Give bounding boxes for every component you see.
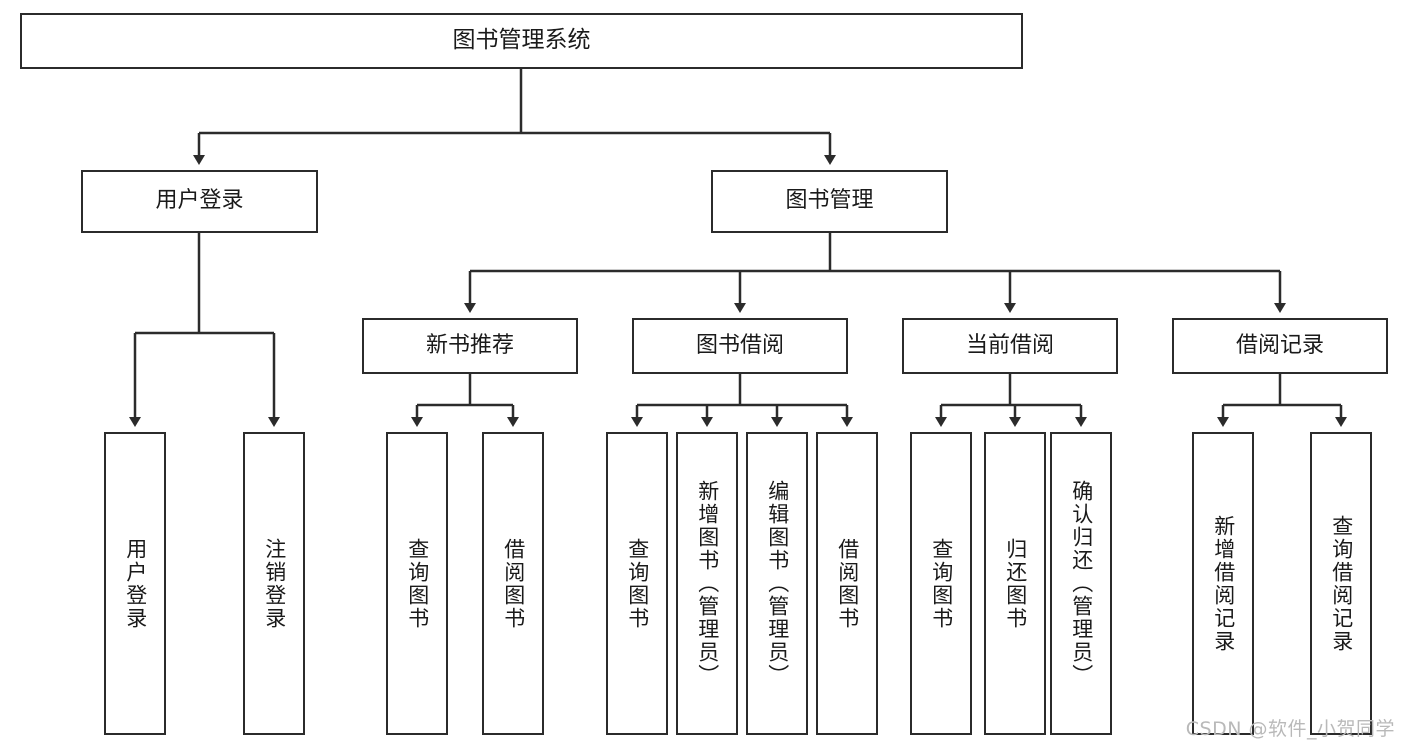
node-leaf-user-login[interactable]: 用户登录 <box>104 432 166 735</box>
node-leaf-return-book[interactable]: 归还图书 <box>984 432 1046 735</box>
node-leaf-query-book-3-label: 查询图书 <box>929 537 954 630</box>
node-leaf-add-record[interactable]: 新增借阅记录 <box>1192 432 1254 735</box>
node-user-login-label: 用户登录 <box>155 188 244 214</box>
node-leaf-query-record[interactable]: 查询借阅记录 <box>1310 432 1372 735</box>
node-borrow-record-label: 借阅记录 <box>1235 332 1324 358</box>
node-leaf-confirm-return[interactable]: 确认归还（管理员） <box>1050 432 1112 735</box>
node-leaf-query-book-2-label: 查询图书 <box>625 537 650 630</box>
node-new-book-recommend-label: 新书推荐 <box>425 332 514 358</box>
node-book-borrow[interactable]: 图书借阅 <box>632 318 848 374</box>
node-leaf-borrow-book-2-label: 借阅图书 <box>835 537 860 630</box>
node-leaf-query-book-3[interactable]: 查询图书 <box>910 432 972 735</box>
node-leaf-query-book-2[interactable]: 查询图书 <box>606 432 668 735</box>
node-book-manage-label: 图书管理 <box>785 188 874 214</box>
node-leaf-logout-label: 注销登录 <box>262 537 287 630</box>
node-leaf-add-book-label: 新增图书（管理员） <box>695 480 720 687</box>
node-leaf-edit-book[interactable]: 编辑图书（管理员） <box>746 432 808 735</box>
node-leaf-edit-book-label: 编辑图书（管理员） <box>765 480 790 687</box>
node-new-book-recommend[interactable]: 新书推荐 <box>362 318 578 374</box>
node-book-manage[interactable]: 图书管理 <box>711 170 948 233</box>
node-root-label: 图书管理系统 <box>452 27 591 54</box>
csdn-watermark: CSDN @软件_小贺同学 <box>1185 718 1395 740</box>
node-current-borrow[interactable]: 当前借阅 <box>902 318 1118 374</box>
node-leaf-query-book-1-label: 查询图书 <box>405 537 430 630</box>
node-book-borrow-label: 图书借阅 <box>695 332 784 358</box>
node-user-login[interactable]: 用户登录 <box>81 170 318 233</box>
node-leaf-return-book-label: 归还图书 <box>1003 537 1028 630</box>
node-current-borrow-label: 当前借阅 <box>965 332 1054 358</box>
node-leaf-query-record-label: 查询借阅记录 <box>1329 514 1354 653</box>
node-leaf-borrow-book-1[interactable]: 借阅图书 <box>482 432 544 735</box>
node-leaf-borrow-book-1-label: 借阅图书 <box>501 537 526 630</box>
node-leaf-confirm-return-label: 确认归还（管理员） <box>1069 480 1094 687</box>
node-leaf-logout[interactable]: 注销登录 <box>243 432 305 735</box>
node-leaf-borrow-book-2[interactable]: 借阅图书 <box>816 432 878 735</box>
node-leaf-user-login-label: 用户登录 <box>123 537 148 630</box>
node-borrow-record[interactable]: 借阅记录 <box>1172 318 1388 374</box>
node-leaf-query-book-1[interactable]: 查询图书 <box>386 432 448 735</box>
node-leaf-add-record-label: 新增借阅记录 <box>1211 514 1236 653</box>
node-root[interactable]: 图书管理系统 <box>20 13 1023 69</box>
node-leaf-add-book[interactable]: 新增图书（管理员） <box>676 432 738 735</box>
